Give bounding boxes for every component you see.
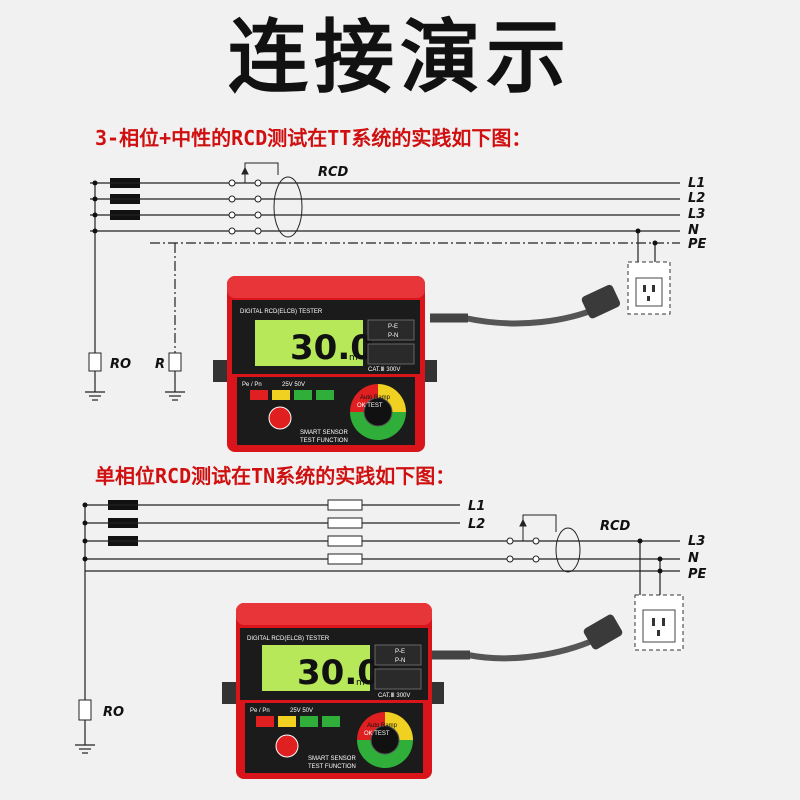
l2-label-1: L2 — [688, 191, 705, 206]
l1-label-2: L1 — [468, 499, 485, 514]
l3-label-1: L3 — [688, 207, 705, 222]
ro-label-1: RO — [110, 357, 131, 372]
function-dial-2[interactable] — [370, 725, 400, 755]
section2-caption: 单相位RCD测试在TN系统的实践如下图： — [95, 464, 456, 488]
test-button-1[interactable] — [268, 406, 292, 430]
rcd-label-2: RCD — [600, 519, 631, 534]
section1-caption: 3-相位+中性的RCD测试在TT系统的实践如下图： — [95, 126, 532, 150]
n-label-2: N — [688, 551, 699, 566]
l1-label-1: L1 — [688, 176, 705, 191]
brand-1: SMART SENSOR — [300, 430, 348, 436]
phase-button-1[interactable] — [250, 390, 268, 400]
lcd-display-1 — [255, 320, 363, 366]
voltage-button-1[interactable] — [272, 390, 290, 400]
voltage-button-2[interactable] — [278, 716, 296, 727]
power-outlet-icon — [635, 277, 663, 307]
right-button-2[interactable] — [322, 716, 340, 727]
l2-label-2: L2 — [468, 517, 485, 532]
pe-label-1: PE — [688, 237, 707, 252]
ro-label-2: RO — [103, 705, 124, 720]
pe-label-2: PE — [688, 567, 707, 582]
brand-2: SMART SENSOR — [308, 756, 356, 762]
n-label-1: N — [688, 223, 699, 238]
category-1: CAT.Ⅲ 300V — [368, 367, 400, 373]
rcd-label-1: RCD — [318, 165, 349, 180]
section1-diagram: RCD L1 L2 L3 N PE RO R — [85, 162, 707, 401]
category-2: CAT.Ⅲ 300V — [378, 693, 410, 699]
resistor-ro-2 — [78, 699, 92, 721]
page-title: 连接演示 — [228, 11, 572, 104]
model-label-2: DIGITAL RCD(ELCB) TESTER — [247, 636, 330, 642]
phase-label-1: Pe / Pn — [242, 382, 262, 388]
test-label-1: TEST FUNCTION — [300, 438, 348, 444]
test-label-2: TEST FUNCTION — [308, 764, 356, 770]
r-label: R — [155, 357, 165, 372]
mode-pn-1: P-N — [388, 333, 398, 339]
lcd-unit-1: m — [349, 353, 358, 363]
ok-test-1: OK TEST — [357, 403, 383, 409]
l3-label-2: L3 — [688, 534, 705, 549]
lcd-display-2 — [262, 645, 370, 691]
plug-icon — [583, 614, 623, 650]
left-button-2[interactable] — [300, 716, 318, 727]
mode-pe-1: P-E — [388, 324, 398, 330]
section2-diagram: L1 L2 RCD L3 N PE RO — [75, 499, 707, 754]
model-label-1: DIGITAL RCD(ELCB) TESTER — [240, 309, 323, 315]
phase-button-2[interactable] — [256, 716, 274, 727]
phase-label-2: Pe / Pn — [250, 708, 270, 714]
plug-icon — [581, 284, 621, 319]
tester-device-2: DIGITAL RCD(ELCB) TESTER 30.0 m P-E P-N … — [222, 603, 444, 779]
dial-label-2: Auto Ramp — [367, 723, 398, 729]
power-outlet-icon — [642, 609, 676, 643]
ground-icon — [85, 391, 185, 401]
mode-pe-2: P-E — [395, 649, 405, 655]
function-dial-1[interactable] — [363, 397, 393, 427]
resistor-r — [168, 352, 182, 372]
voltage-label-2: 25V 50V — [290, 708, 313, 714]
mode-pn-2: P-N — [395, 658, 405, 664]
voltage-label-1: 25V 50V — [282, 382, 305, 388]
ok-test-2: OK TEST — [364, 731, 390, 737]
tester-device-1: DIGITAL RCD(ELCB) TESTER 30.0 m P-E P-N … — [213, 276, 437, 452]
resistor-ro-1 — [88, 352, 102, 372]
lcd-value-2: 30.0 — [297, 653, 381, 693]
lcd-unit-2: m — [356, 678, 365, 688]
left-button-1[interactable] — [294, 390, 312, 400]
dial-label-1: Auto Ramp — [360, 395, 391, 401]
test-button-2[interactable] — [275, 734, 299, 758]
lcd-value-1: 30.0 — [290, 328, 374, 368]
right-button-1[interactable] — [316, 390, 334, 400]
